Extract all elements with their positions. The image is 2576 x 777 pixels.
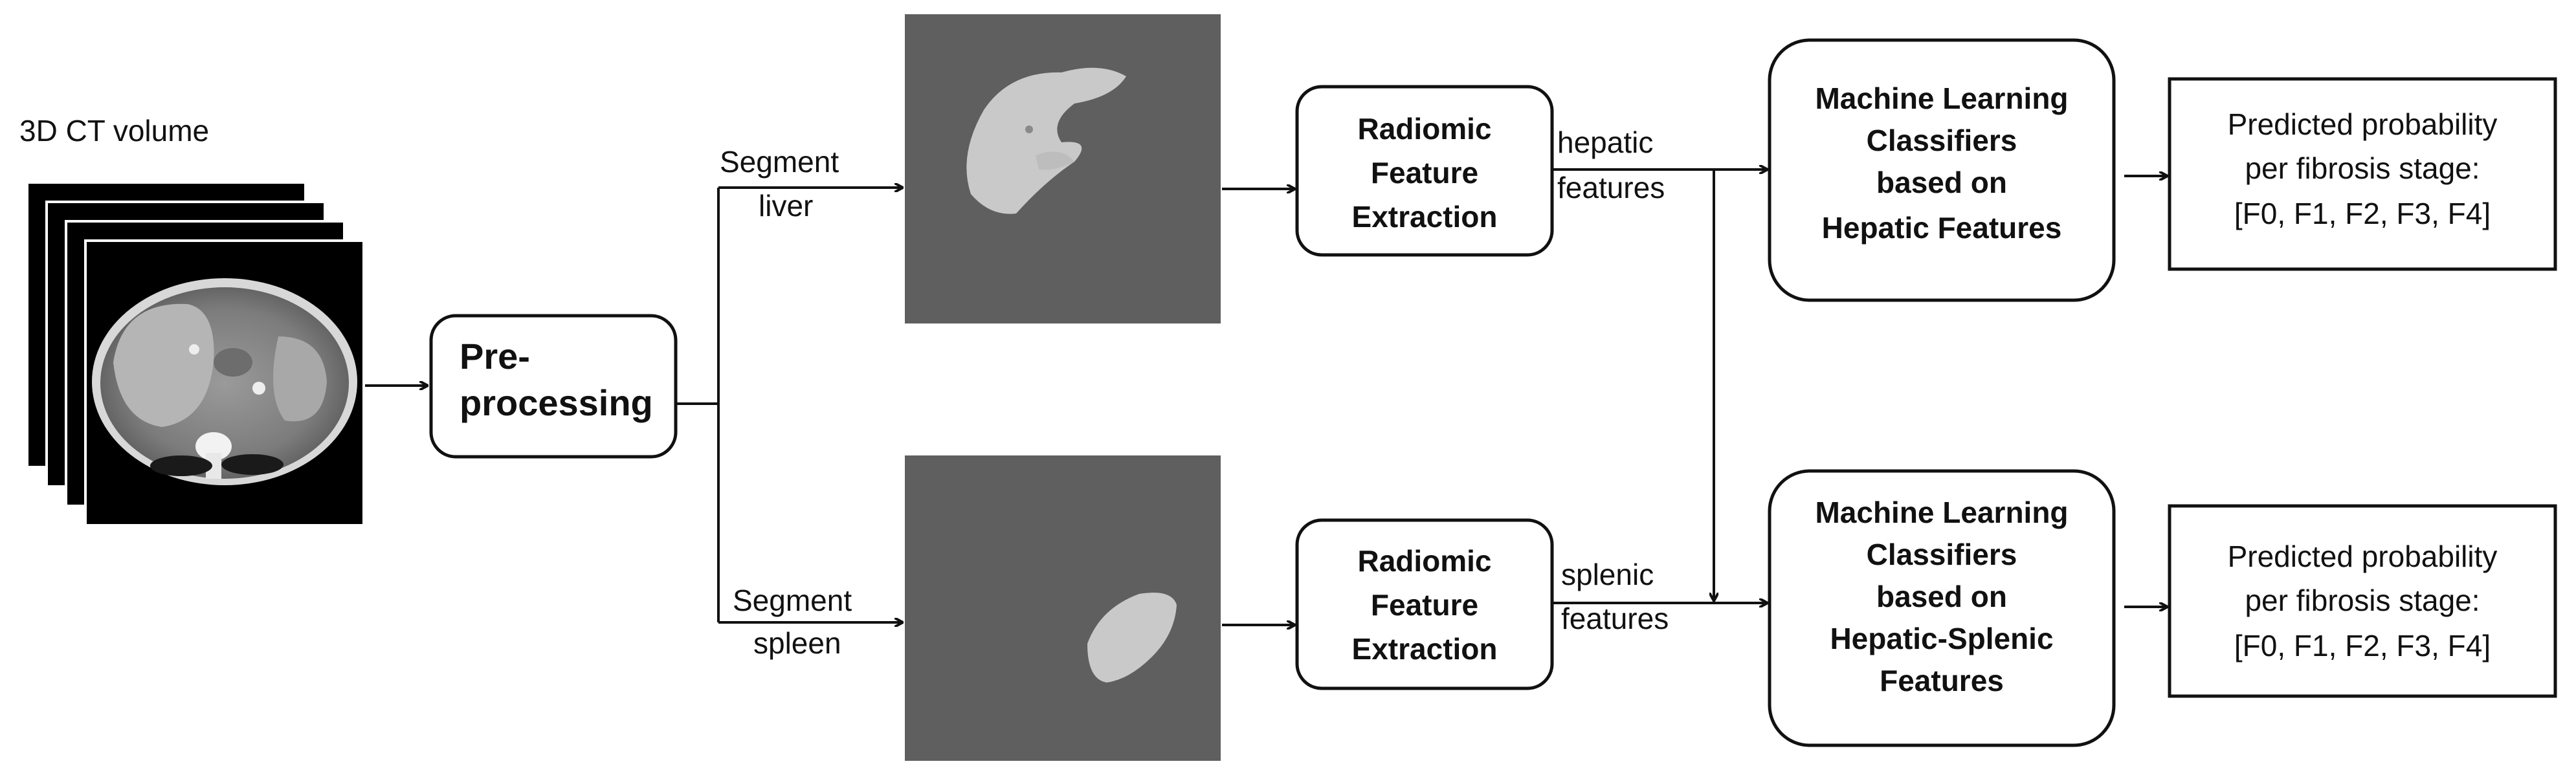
hepatic-features-line1: hepatic [1557, 126, 1653, 159]
branch-to-liver-vertical [676, 188, 720, 405]
ml-hs-line1: Machine Learning [1815, 496, 2068, 529]
ml-hepatic-line4: Hepatic Features [1822, 211, 2062, 245]
segment-liver-line1: Segment [720, 145, 839, 179]
ml-hepatic-box [1768, 38, 2116, 302]
output-top-line2: per fibrosis stage: [2245, 151, 2480, 185]
splenic-features-line2: features [1561, 602, 1669, 635]
ct-volume-stack [26, 181, 365, 527]
preprocessing-box [429, 314, 678, 459]
ml-hs-line2: Classifiers [1867, 538, 2017, 571]
preprocessing-line1: Pre- [460, 336, 530, 377]
hepatic-features-line2: features [1557, 171, 1665, 204]
ml-hs-line4: Hepatic-Splenic [1830, 622, 2053, 655]
spleen-mask-image [905, 455, 1221, 761]
ct-volume-label: 3D CT volume [19, 114, 209, 148]
radiomic-bottom-line2: Feature [1371, 588, 1478, 622]
radiomic-top-line1: Radiomic [1357, 112, 1491, 146]
output-top-box [2168, 77, 2557, 271]
segment-liver-line2: liver [759, 189, 813, 223]
output-top-line1: Predicted probability [2228, 107, 2498, 141]
ml-hepatic-line3: based on [1876, 166, 2007, 199]
output-bottom-line1: Predicted probability [2228, 540, 2498, 573]
ml-hepatic-line2: Classifiers [1867, 124, 2017, 157]
ct-slice-image [92, 278, 357, 485]
radiomic-bottom-line1: Radiomic [1357, 544, 1491, 578]
ml-hs-line5: Features [1880, 664, 2004, 697]
output-bottom-box [2168, 504, 2557, 698]
preprocessing-line2: processing [460, 382, 653, 423]
output-bottom-line2: per fibrosis stage: [2245, 584, 2480, 617]
liver-mask-image [905, 14, 1221, 323]
output-bottom-line3: [F0, F1, F2, F3, F4] [2234, 629, 2491, 662]
output-top-line3: [F0, F1, F2, F3, F4] [2234, 197, 2491, 230]
radiomic-top-line2: Feature [1371, 156, 1478, 190]
ml-hepatic-line1: Machine Learning [1815, 82, 2068, 115]
segment-spleen-line2: spleen [753, 626, 841, 660]
ml-hs-line3: based on [1876, 580, 2007, 613]
radiomic-top-line3: Extraction [1352, 200, 1498, 234]
segment-spleen-line1: Segment [733, 584, 852, 617]
ml-hepatic-splenic-box [1768, 469, 2116, 747]
radiomic-bottom-line3: Extraction [1352, 632, 1498, 666]
splenic-features-line1: splenic [1561, 558, 1654, 591]
